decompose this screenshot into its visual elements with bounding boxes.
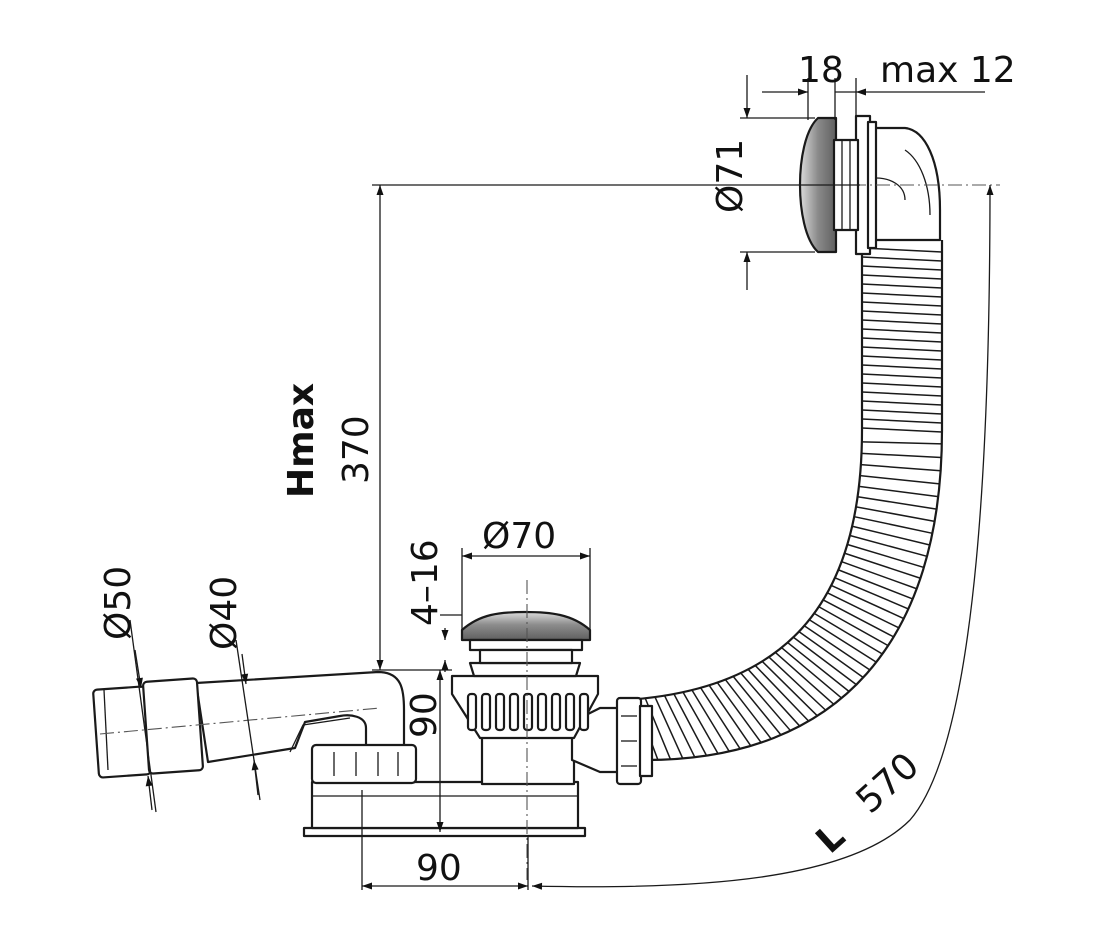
housing-rib	[480, 692, 492, 732]
dim-overflow-max-wall: max 12	[880, 50, 1016, 91]
dim-overflow-diameter: Ø71	[710, 139, 751, 213]
hose-rib	[859, 474, 940, 485]
hose-rib	[808, 619, 877, 663]
hose-rib	[861, 346, 943, 352]
hose-rib	[861, 274, 943, 280]
hose-rib	[861, 283, 943, 289]
hose-rib	[861, 409, 943, 415]
dim-outlet-inner-diameter: Ø40	[204, 576, 245, 650]
hose-rib	[861, 400, 943, 406]
hose-rib	[861, 373, 943, 379]
hose-rib	[861, 310, 943, 316]
housing-ribs	[466, 692, 590, 732]
hose-rib	[861, 441, 942, 445]
hose-rib	[724, 679, 772, 740]
drain-trap	[302, 580, 654, 880]
hose-rib	[847, 543, 925, 569]
hose-rib	[813, 612, 883, 655]
hose-rib	[861, 418, 943, 424]
housing-rib	[508, 692, 520, 732]
hose-rib	[861, 337, 943, 343]
hose-rib	[861, 328, 943, 334]
dim-height-value: 370	[336, 415, 377, 484]
hose-rib	[861, 452, 942, 459]
hose-rib	[860, 463, 941, 472]
hose-rib	[861, 256, 943, 262]
dim-outlet-outer-diameter: Ø50	[98, 566, 139, 640]
hose-rib	[861, 292, 943, 298]
hose-rib	[861, 391, 943, 397]
hose-rib	[818, 606, 889, 647]
hose-rib	[861, 265, 943, 271]
hose-rib	[861, 355, 943, 361]
hose-rib	[852, 525, 931, 546]
hose-rib	[654, 696, 684, 759]
hose-rib	[861, 319, 943, 325]
flexible-hose	[624, 240, 944, 762]
hose-rib	[844, 552, 921, 579]
hose-rib	[858, 485, 939, 498]
hose-rib	[700, 687, 741, 750]
outlet-pipe	[92, 670, 418, 785]
hose-rib	[827, 592, 900, 629]
dim-plug-travel: 4–16	[405, 539, 446, 626]
dim-length-value: 570	[849, 745, 928, 821]
hose-rib	[716, 682, 762, 743]
hose-ribs	[634, 247, 943, 761]
hose-rib	[849, 534, 928, 558]
housing-rib	[564, 692, 576, 732]
dim-length-label: L	[809, 816, 853, 862]
dim-trap-height: 90	[404, 692, 445, 738]
dim-trap-offset: 90	[416, 848, 462, 889]
housing-rib	[536, 692, 548, 732]
housing-rib	[522, 692, 534, 732]
housing-rib	[578, 692, 590, 732]
hose-rib	[861, 301, 943, 307]
dim-plug-diameter: Ø70	[482, 516, 556, 557]
housing-rib	[550, 692, 562, 732]
hose-rib	[861, 364, 943, 370]
dimension-lines	[129, 75, 994, 890]
housing-rib	[494, 692, 506, 732]
hose-rib	[691, 689, 730, 752]
hose-rib	[708, 684, 752, 747]
hose-rib	[822, 599, 894, 638]
hose-rib	[861, 382, 943, 388]
dim-overflow-depth: 18	[798, 50, 844, 91]
hose-rib	[857, 495, 937, 510]
hose-rib	[861, 427, 943, 433]
dim-height-label: Hmax	[281, 383, 322, 498]
housing-rib	[466, 692, 478, 732]
